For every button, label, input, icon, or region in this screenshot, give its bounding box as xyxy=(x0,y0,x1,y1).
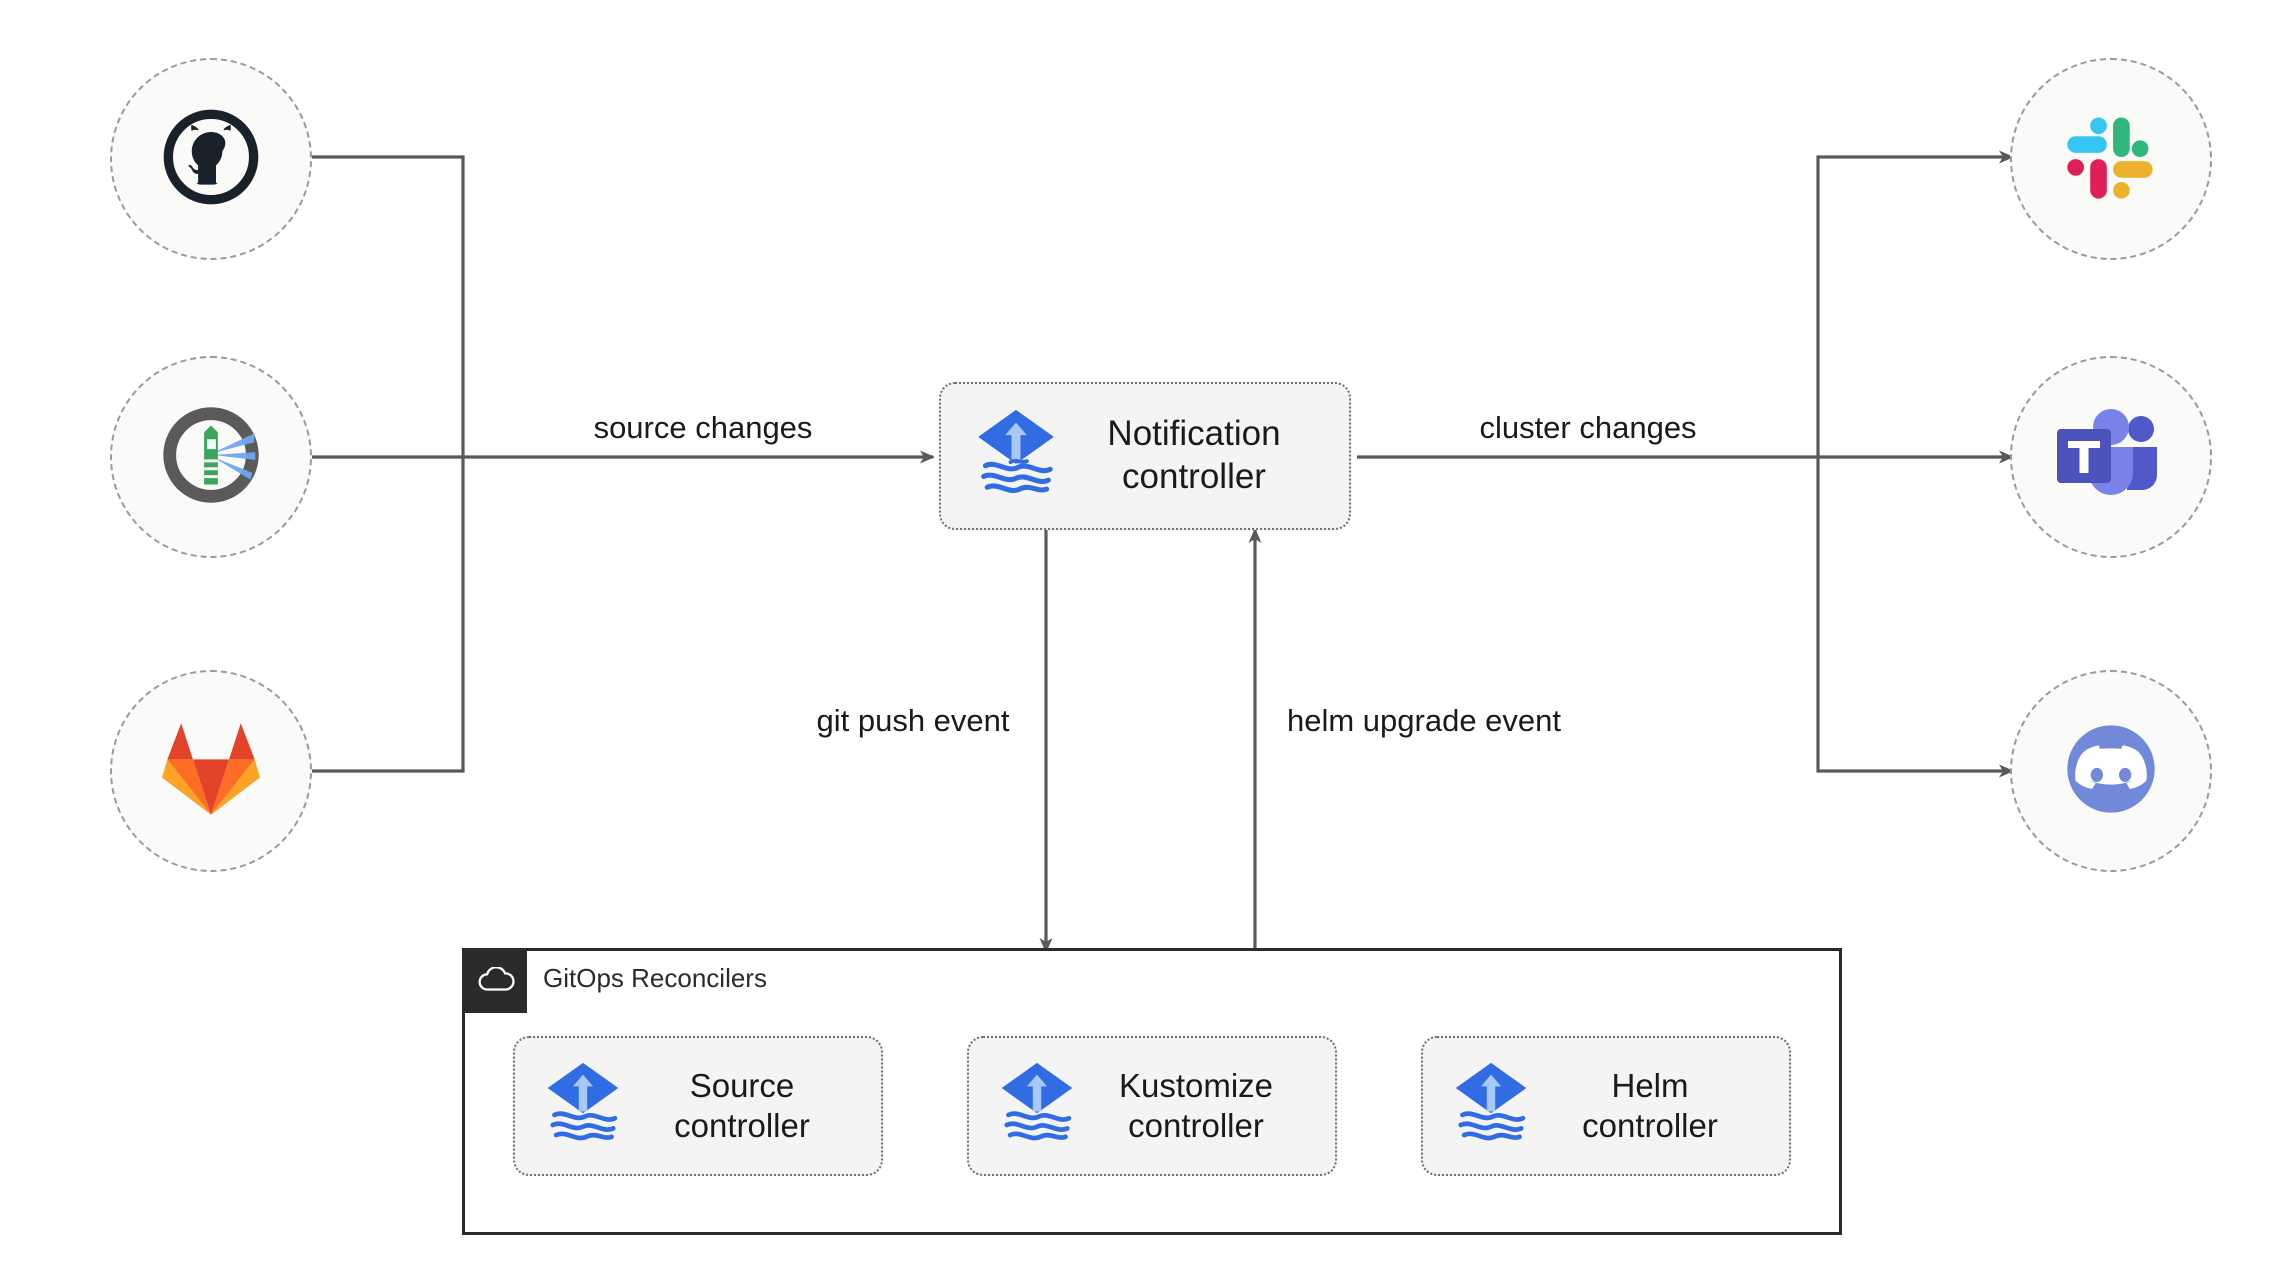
microsoft-teams-icon xyxy=(2055,403,2167,512)
helm-controller-node[interactable]: Helm controller xyxy=(1421,1036,1791,1176)
source-controller-label: Source controller xyxy=(674,1066,810,1144)
flux-icon xyxy=(1449,1059,1533,1154)
edge-label-git-push-event: git push event xyxy=(806,701,1020,741)
container-title: GitOps Reconcilers xyxy=(543,963,767,993)
edge-label-source-changes: source changes xyxy=(583,408,823,448)
edge-label-helm-upgrade-event: helm upgrade event xyxy=(1276,701,1572,741)
notification-controller-node[interactable]: Notification controller xyxy=(939,382,1351,530)
edge-label-cluster-changes: cluster changes xyxy=(1469,408,1707,448)
flux-icon xyxy=(971,406,1061,507)
helm-controller-label: Helm controller xyxy=(1582,1066,1718,1144)
target-node-discord[interactable] xyxy=(2010,670,2212,872)
edge-bus-to-discord xyxy=(1816,457,2014,778)
edge-bus-to-slack xyxy=(1816,150,2014,457)
target-node-slack[interactable] xyxy=(2010,58,2212,260)
flux-icon xyxy=(541,1059,625,1154)
kustomize-controller-label: Kustomize controller xyxy=(1118,1066,1274,1144)
slack-icon xyxy=(2059,105,2163,214)
flux-icon xyxy=(995,1059,1079,1154)
source-node-github[interactable] xyxy=(110,58,312,260)
gitlab-icon xyxy=(157,719,265,824)
discord-icon xyxy=(2052,710,2170,833)
flux-lighthouse-icon xyxy=(152,396,270,519)
target-node-teams[interactable] xyxy=(2010,356,2212,558)
kustomize-controller-node[interactable]: Kustomize controller xyxy=(967,1036,1337,1176)
source-controller-node[interactable]: Source controller xyxy=(513,1036,883,1176)
github-icon xyxy=(159,105,263,214)
source-node-gitlab[interactable] xyxy=(110,670,312,872)
container-icon-badge xyxy=(465,951,527,1013)
cloud-icon xyxy=(477,965,515,998)
source-node-flux[interactable] xyxy=(110,356,312,558)
notification-controller-label: Notification controller xyxy=(1107,414,1281,496)
